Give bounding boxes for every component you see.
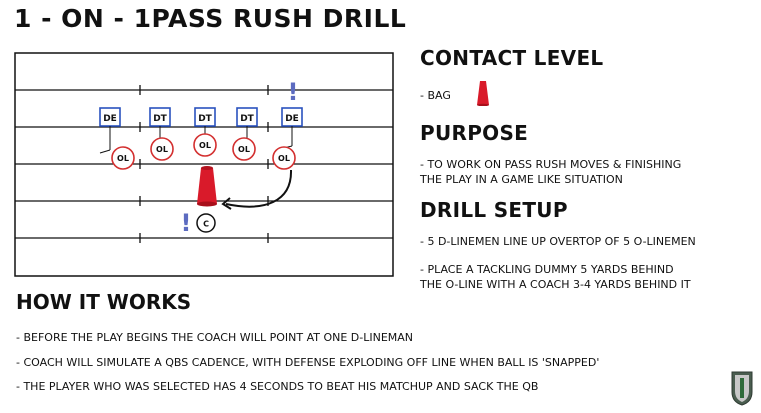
- purpose-line-2: THE PLAY IN A GAME LIKE SITUATION: [420, 173, 623, 186]
- contact-level-heading: Contact Level: [420, 46, 604, 70]
- contact-level-text: - BAG: [420, 89, 451, 102]
- position-label: DE: [103, 114, 117, 124]
- lineman-label: OL: [238, 145, 250, 154]
- how-item-1: - BEFORE THE PLAY BEGINS THE COACH WILL …: [16, 331, 414, 344]
- how-it-works-heading: How it works: [16, 290, 192, 314]
- defender-dt-1: DT: [149, 107, 171, 127]
- purpose-heading: Purpose: [420, 121, 529, 145]
- lineman-5: OL: [272, 146, 296, 170]
- page-title: 1 - on - 1Pass rush drill: [14, 4, 407, 33]
- position-label: DT: [153, 114, 167, 124]
- rush-arrow: [221, 169, 293, 210]
- lineman-3: OL: [193, 133, 217, 157]
- lineman-label: OL: [278, 154, 290, 163]
- setup-item-1: - 5 D-LINEMEN LINE UP OVERTOP OF 5 O-LIN…: [420, 235, 696, 248]
- lineman-label: OL: [199, 141, 211, 150]
- lineman-label: OL: [156, 145, 168, 154]
- lineman-label: OL: [117, 154, 129, 163]
- coach-label: C: [203, 220, 209, 229]
- defense-players: DE DT DT DT DE: [99, 107, 303, 127]
- drill-diagram: DE DT DT DT DE: [14, 52, 394, 277]
- drill-setup-heading: Drill Setup: [420, 198, 568, 222]
- lineman-1: OL: [111, 146, 135, 170]
- how-item-2: - COACH WILL SIMULATE A QBS CADENCE, WIT…: [16, 356, 600, 369]
- defender-de-right: DE: [281, 107, 303, 127]
- bag-icon: [477, 81, 489, 106]
- how-item-3: - THE PLAYER WHO WAS SELECTED HAS 4 SECO…: [16, 380, 539, 393]
- setup-item-2-line-2: THE O-LINE WITH A COACH 3-4 YARDS BEHIND…: [420, 278, 691, 291]
- defender-dt-2: DT: [194, 107, 216, 127]
- defender-de-left: DE: [99, 107, 121, 127]
- position-label: DE: [285, 114, 299, 124]
- position-label: DT: [240, 114, 254, 124]
- shield-logo-icon: [731, 371, 753, 406]
- tackling-dummy-icon: [197, 166, 217, 207]
- hash-marks: [139, 85, 269, 243]
- lineman-4: OL: [232, 137, 256, 161]
- lineman-2: OL: [150, 137, 174, 161]
- yard-lines: [15, 89, 393, 239]
- setup-item-2-line-1: - PLACE A TACKLING DUMMY 5 YARDS BEHIND: [420, 263, 674, 276]
- coach: C: [196, 213, 216, 233]
- purpose-line-1: - TO WORK ON PASS RUSH MOVES & FINISHING: [420, 158, 682, 171]
- defender-dt-3: DT: [236, 107, 258, 127]
- field-svg: DE DT DT DT DE: [14, 52, 394, 277]
- offense-players: OL OL OL OL OL: [111, 133, 296, 170]
- coach-marker: !: [181, 209, 192, 237]
- position-label: DT: [198, 114, 212, 124]
- selected-marker: !: [288, 78, 299, 106]
